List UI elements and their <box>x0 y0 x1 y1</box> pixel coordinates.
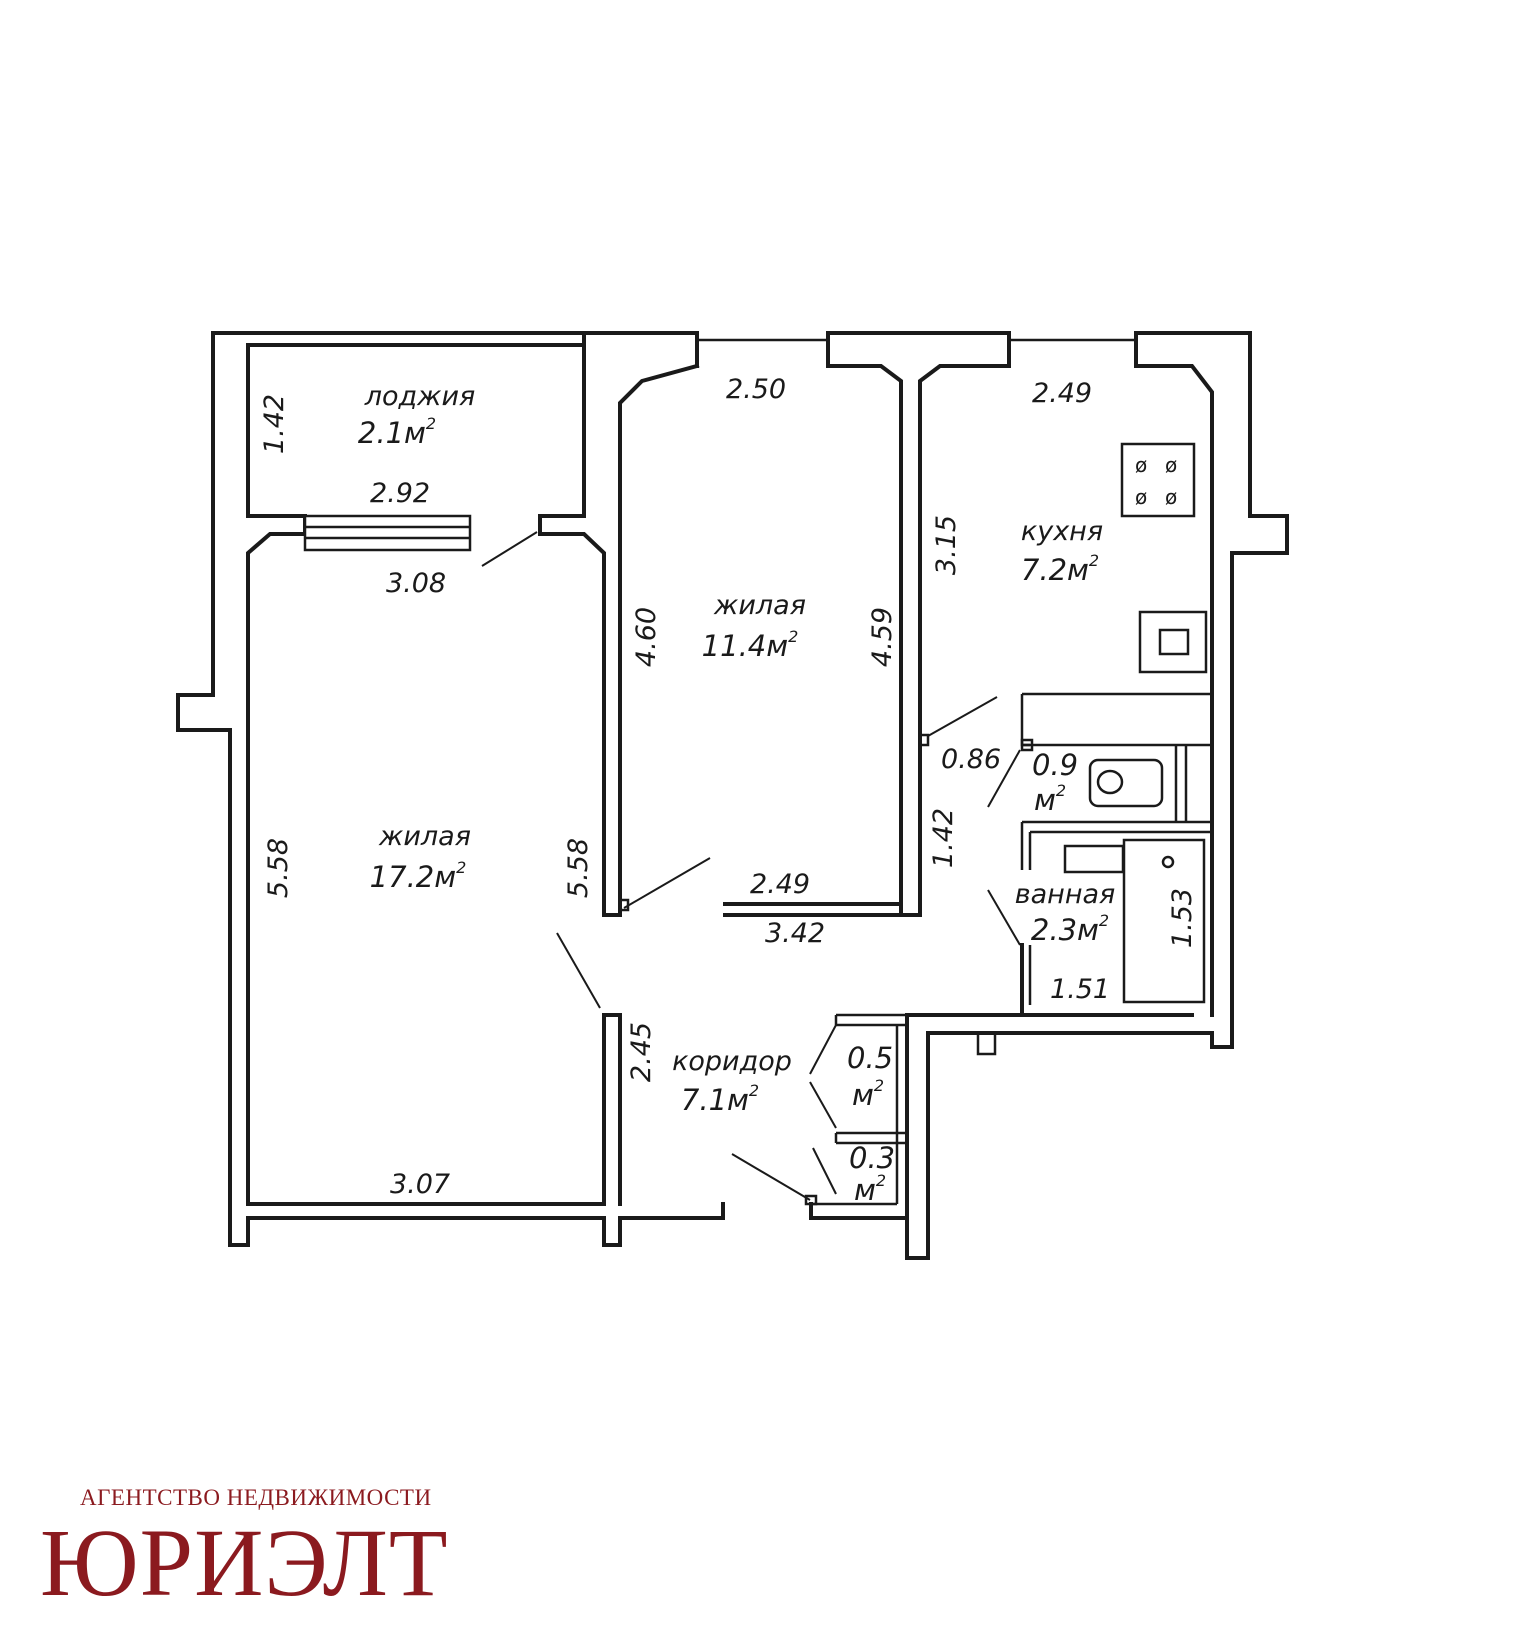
agency-subtitle: АГЕНТСТВО НЕДВИЖИМОСТИ <box>80 1485 432 1510</box>
agency-logo: АГЕНТСТВО НЕДВИЖИМОСТИ ЮРИЭЛТ <box>40 1485 500 1611</box>
toilet-icon <box>1088 758 1164 808</box>
dim-bath-right: 1.53 <box>1167 888 1198 948</box>
dimension-labels: 1.42 2.92 3.08 5.58 5.58 3.07 2.50 4.60 … <box>259 374 1198 1200</box>
outer-walls <box>176 331 1289 1260</box>
door-living1 <box>556 932 601 1009</box>
loggia-area: 2.1м2 <box>358 414 436 450</box>
svg-text:ø: ø <box>1135 453 1147 477</box>
dim-living2-bottom: 2.49 <box>750 869 810 900</box>
dim-living2-right: 4.59 <box>867 607 898 667</box>
svg-text:ø: ø <box>1165 485 1177 509</box>
door-wc <box>987 749 1021 808</box>
closet1-unit: м2 <box>852 1076 884 1112</box>
door-bath <box>987 889 1021 946</box>
dim-bath-bottom: 1.51 <box>1050 974 1110 1005</box>
dim-loggia-height: 1.42 <box>259 394 290 454</box>
door-living2 <box>623 857 711 909</box>
dim-living2-left: 4.60 <box>631 607 662 667</box>
bath-name: ванная <box>1015 879 1116 910</box>
dim-loggia-width: 2.92 <box>370 478 430 509</box>
living1-area: 17.2м2 <box>370 858 467 894</box>
loggia-name: лоджия <box>364 381 476 412</box>
closet2-area: 0.3 <box>849 1141 895 1175</box>
dim-living1-top: 3.08 <box>386 568 446 599</box>
closet1-area: 0.5 <box>847 1041 893 1075</box>
wc-unit: м2 <box>1034 781 1066 817</box>
dim-living1-right: 5.58 <box>563 838 594 898</box>
agency-name: ЮРИЭЛТ <box>40 1509 449 1616</box>
wc-area: 0.9 <box>1032 748 1078 782</box>
loggia-window <box>303 514 472 552</box>
doors <box>481 531 1034 1206</box>
svg-text:ø: ø <box>1135 485 1147 509</box>
sink-icon <box>1138 610 1208 674</box>
svg-text:ø: ø <box>1165 453 1177 477</box>
living2-area: 11.4м2 <box>702 627 799 663</box>
corridor-area: 7.1м2 <box>681 1081 759 1117</box>
bath-area: 2.3м2 <box>1031 911 1109 947</box>
corridor-name: коридор <box>672 1046 792 1077</box>
living1-name: жилая <box>378 821 471 852</box>
windows <box>303 338 1136 552</box>
door-kitchen <box>927 696 998 737</box>
dim-hall-side: 1.42 <box>928 808 959 868</box>
dim-wc-door: 0.86 <box>941 744 1001 775</box>
dim-corridor-top: 3.42 <box>765 918 825 949</box>
dim-living1-left: 5.58 <box>263 838 294 898</box>
dim-kitchen-top: 2.49 <box>1032 378 1092 409</box>
inner-walls <box>246 343 1214 1220</box>
dim-living1-bottom: 3.07 <box>390 1169 450 1200</box>
living2-name: жилая <box>713 590 806 621</box>
dim-kitchen-left: 3.15 <box>931 515 962 575</box>
kitchen-area: 7.2м2 <box>1021 551 1099 587</box>
door-closet1b <box>809 1081 837 1129</box>
door-loggia <box>481 531 538 567</box>
kitchen-name: кухня <box>1021 516 1103 547</box>
door-closet1 <box>809 1024 837 1075</box>
door-closet2 <box>812 1147 837 1195</box>
dim-corridor-left: 2.45 <box>626 1022 657 1082</box>
bathtub-icon <box>1063 838 1206 1004</box>
closet2-unit: м2 <box>854 1171 886 1207</box>
dim-living2-top: 2.50 <box>726 374 786 405</box>
door-entrance <box>731 1153 811 1201</box>
room-labels: лоджия 2.1м2 жилая 11.4м2 кухня 7.2м2 жи… <box>358 381 1115 1207</box>
